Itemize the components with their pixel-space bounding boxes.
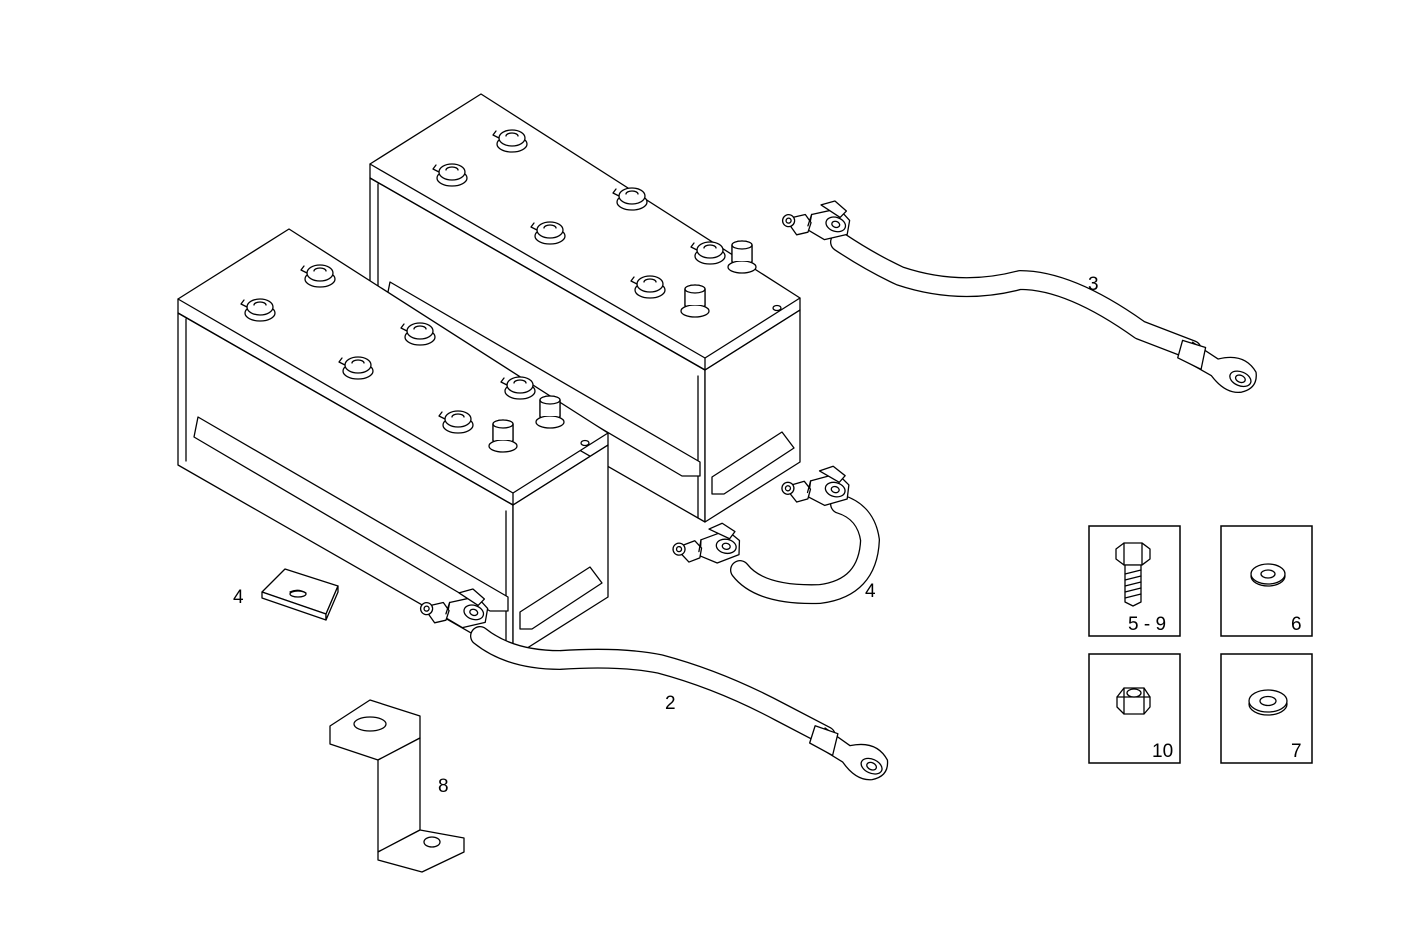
- callout-8: 8: [438, 776, 449, 797]
- hardware-box-washer-small: 6: [1220, 525, 1313, 637]
- hardware-box-washer-large: 7: [1220, 653, 1313, 764]
- hardware-box-bolt: 5 - 9: [1088, 525, 1181, 637]
- cable-bottom: [416, 574, 894, 787]
- label-nut: 10: [1152, 741, 1173, 762]
- callout-4-cable: 4: [865, 581, 876, 602]
- plate-part: [261, 568, 339, 621]
- battery-rear: [369, 93, 801, 523]
- callout-3: 3: [1088, 274, 1099, 295]
- bracket-part: [329, 699, 465, 873]
- label-bolt: 5 - 9: [1128, 614, 1166, 635]
- label-washer-small: 6: [1291, 614, 1302, 635]
- cable-middle: [670, 454, 880, 605]
- label-washer-large: 7: [1291, 741, 1302, 762]
- callout-4-plate: 4: [233, 587, 244, 608]
- cable-top: [778, 186, 1262, 400]
- callout-2: 2: [665, 693, 676, 714]
- hardware-box-nut: 10: [1088, 653, 1181, 764]
